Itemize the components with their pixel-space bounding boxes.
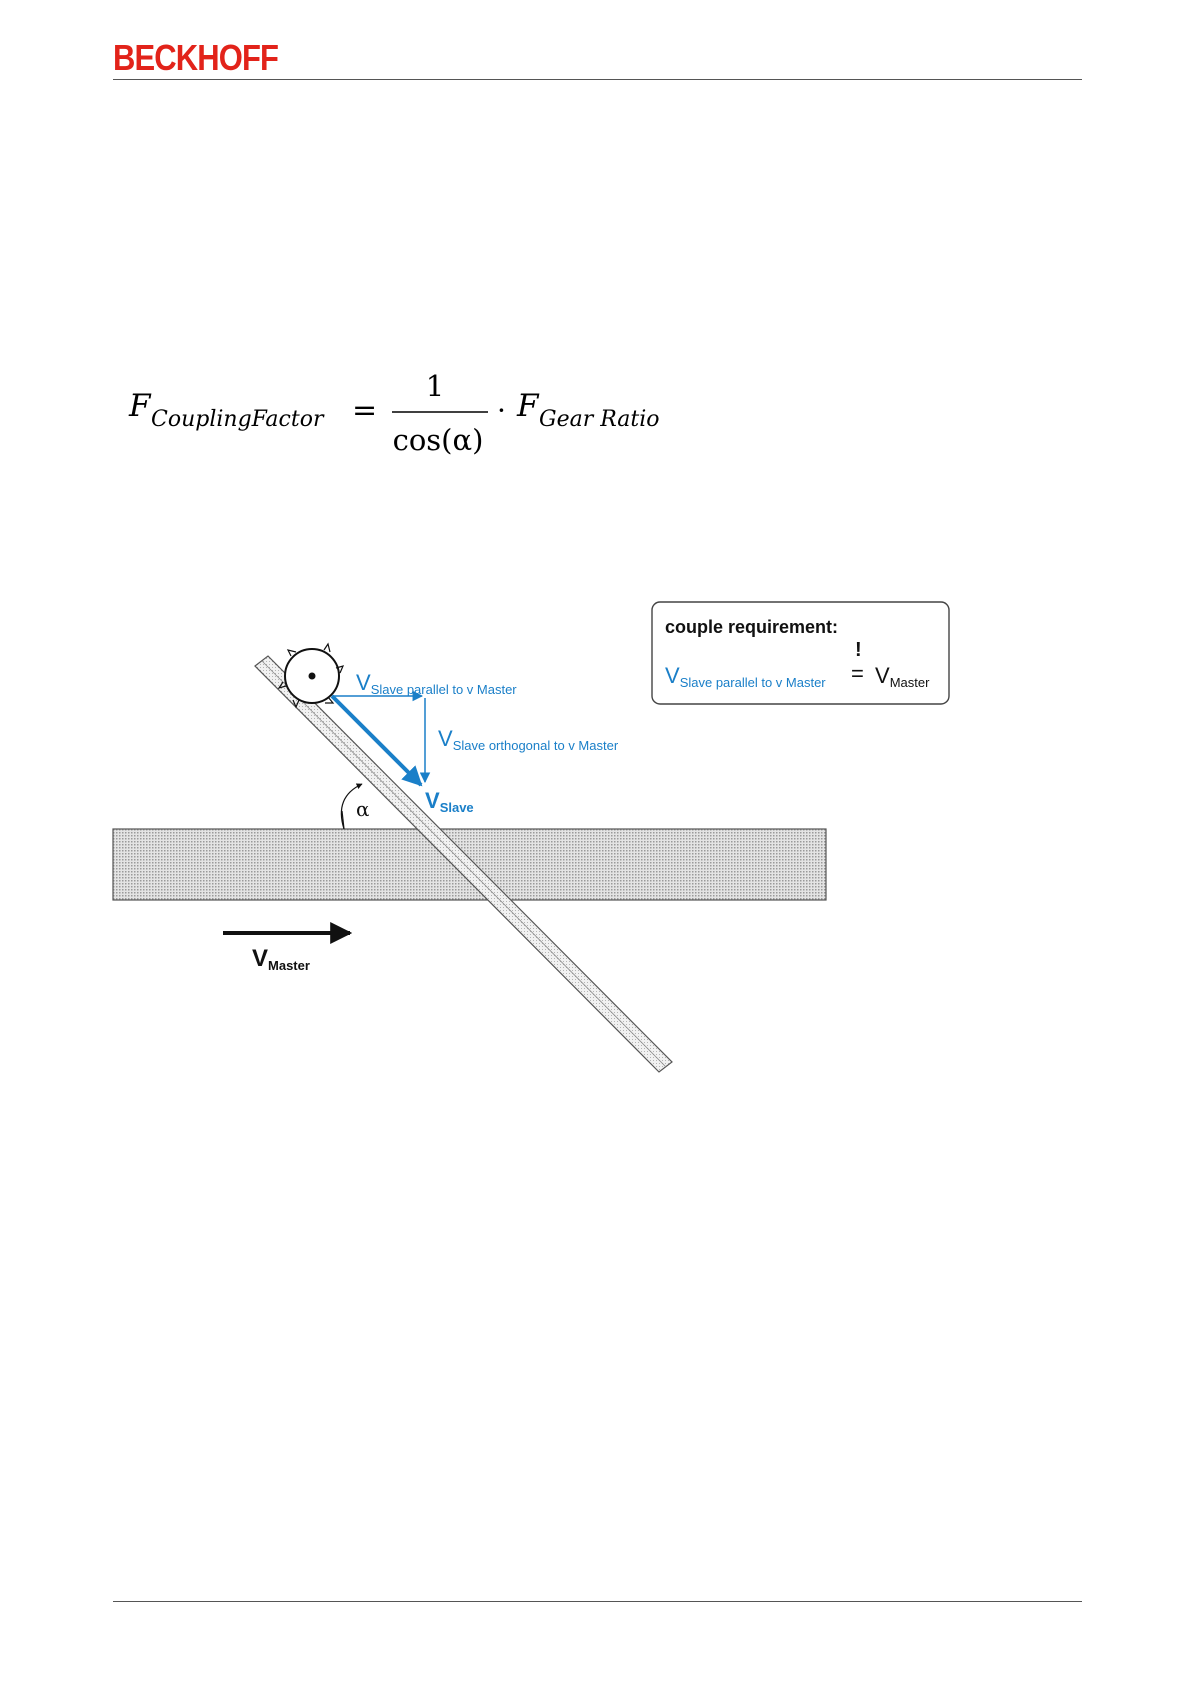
orthogonal-velocity-label: VSlave orthogonal to v Master — [438, 726, 619, 753]
parallel-velocity-label: VSlave parallel to v Master — [356, 670, 517, 697]
coupling-factor-formula: F CouplingFactor = 1 cos(α) · F Gear Rat… — [125, 360, 685, 470]
formula-lhs-subscript: CouplingFactor — [151, 407, 325, 432]
formula-rhs-subscript: Gear Ratio — [539, 407, 660, 432]
requirement-exclaim: ! — [855, 639, 862, 661]
formula-dot: · — [497, 394, 506, 427]
formula-denominator: cos(α) — [393, 423, 484, 457]
roller-axle — [309, 673, 316, 680]
requirement-title: couple requirement: — [665, 617, 838, 637]
angle-label: α — [356, 797, 370, 821]
coupling-diagram: α VSlave parallel to v Master VSlave ort… — [110, 598, 960, 1078]
header-divider — [113, 79, 1082, 80]
formula-numerator: 1 — [426, 369, 444, 403]
formula-rhs-symbol: F — [516, 388, 540, 424]
beckhoff-logo: BECKHOFF — [113, 38, 278, 78]
footer-divider — [113, 1601, 1082, 1602]
formula-equals: = — [352, 393, 377, 428]
master-velocity-label: VMaster — [252, 945, 310, 973]
slave-velocity-label: VSlave — [425, 788, 474, 815]
requirement-equals: = — [851, 661, 864, 686]
formula-lhs-symbol: F — [128, 388, 152, 424]
